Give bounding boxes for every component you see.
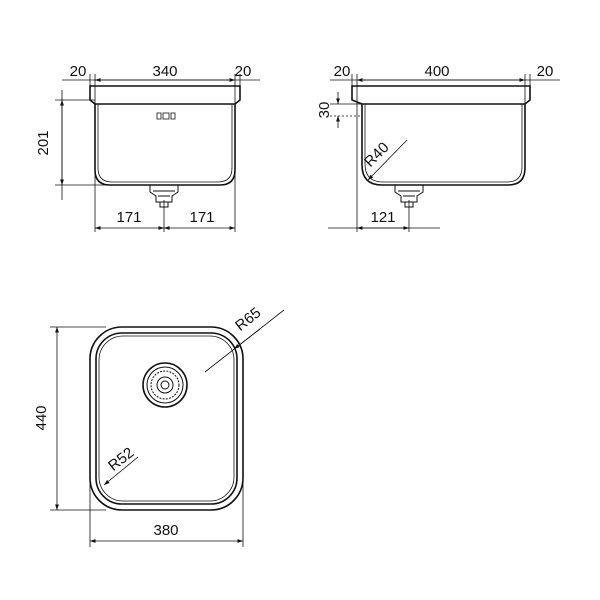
front-left-flange-label: 20 [70,63,87,80]
side-right-flange-label: 20 [537,63,554,80]
top-inner-radius-label: R52 [105,444,137,474]
front-width-label: 340 [152,63,177,80]
top-outer-rim [89,326,244,511]
front-drain-right-label: 171 [189,209,214,226]
top-view: R65 R52 440 380 [33,304,285,547]
top-width-label: 380 [153,522,178,539]
front-view: 20 340 20 201 171 171 [35,63,260,232]
side-view: 20 400 20 30 R40 121 [316,63,560,232]
side-drain-offset-label: 121 [370,209,395,226]
side-corner-radius-label: R40 [361,139,392,170]
front-rim [89,85,241,105]
top-depth-label: 440 [33,405,50,430]
side-rim-offset-label: 30 [316,102,333,119]
front-right-flange-label: 20 [235,63,252,80]
front-drain-left-label: 171 [116,209,141,226]
side-left-flange-label: 20 [334,63,351,80]
drain-strainer-icon [142,362,188,408]
side-rim [351,85,531,105]
front-bowl [94,104,236,186]
side-bowl [361,104,526,186]
front-height-label: 201 [35,130,52,155]
top-inner-bowl [95,332,238,505]
top-outer-radius-label: R65 [232,304,264,334]
side-width-label: 400 [424,63,449,80]
overflow-slot-icon [156,112,176,120]
